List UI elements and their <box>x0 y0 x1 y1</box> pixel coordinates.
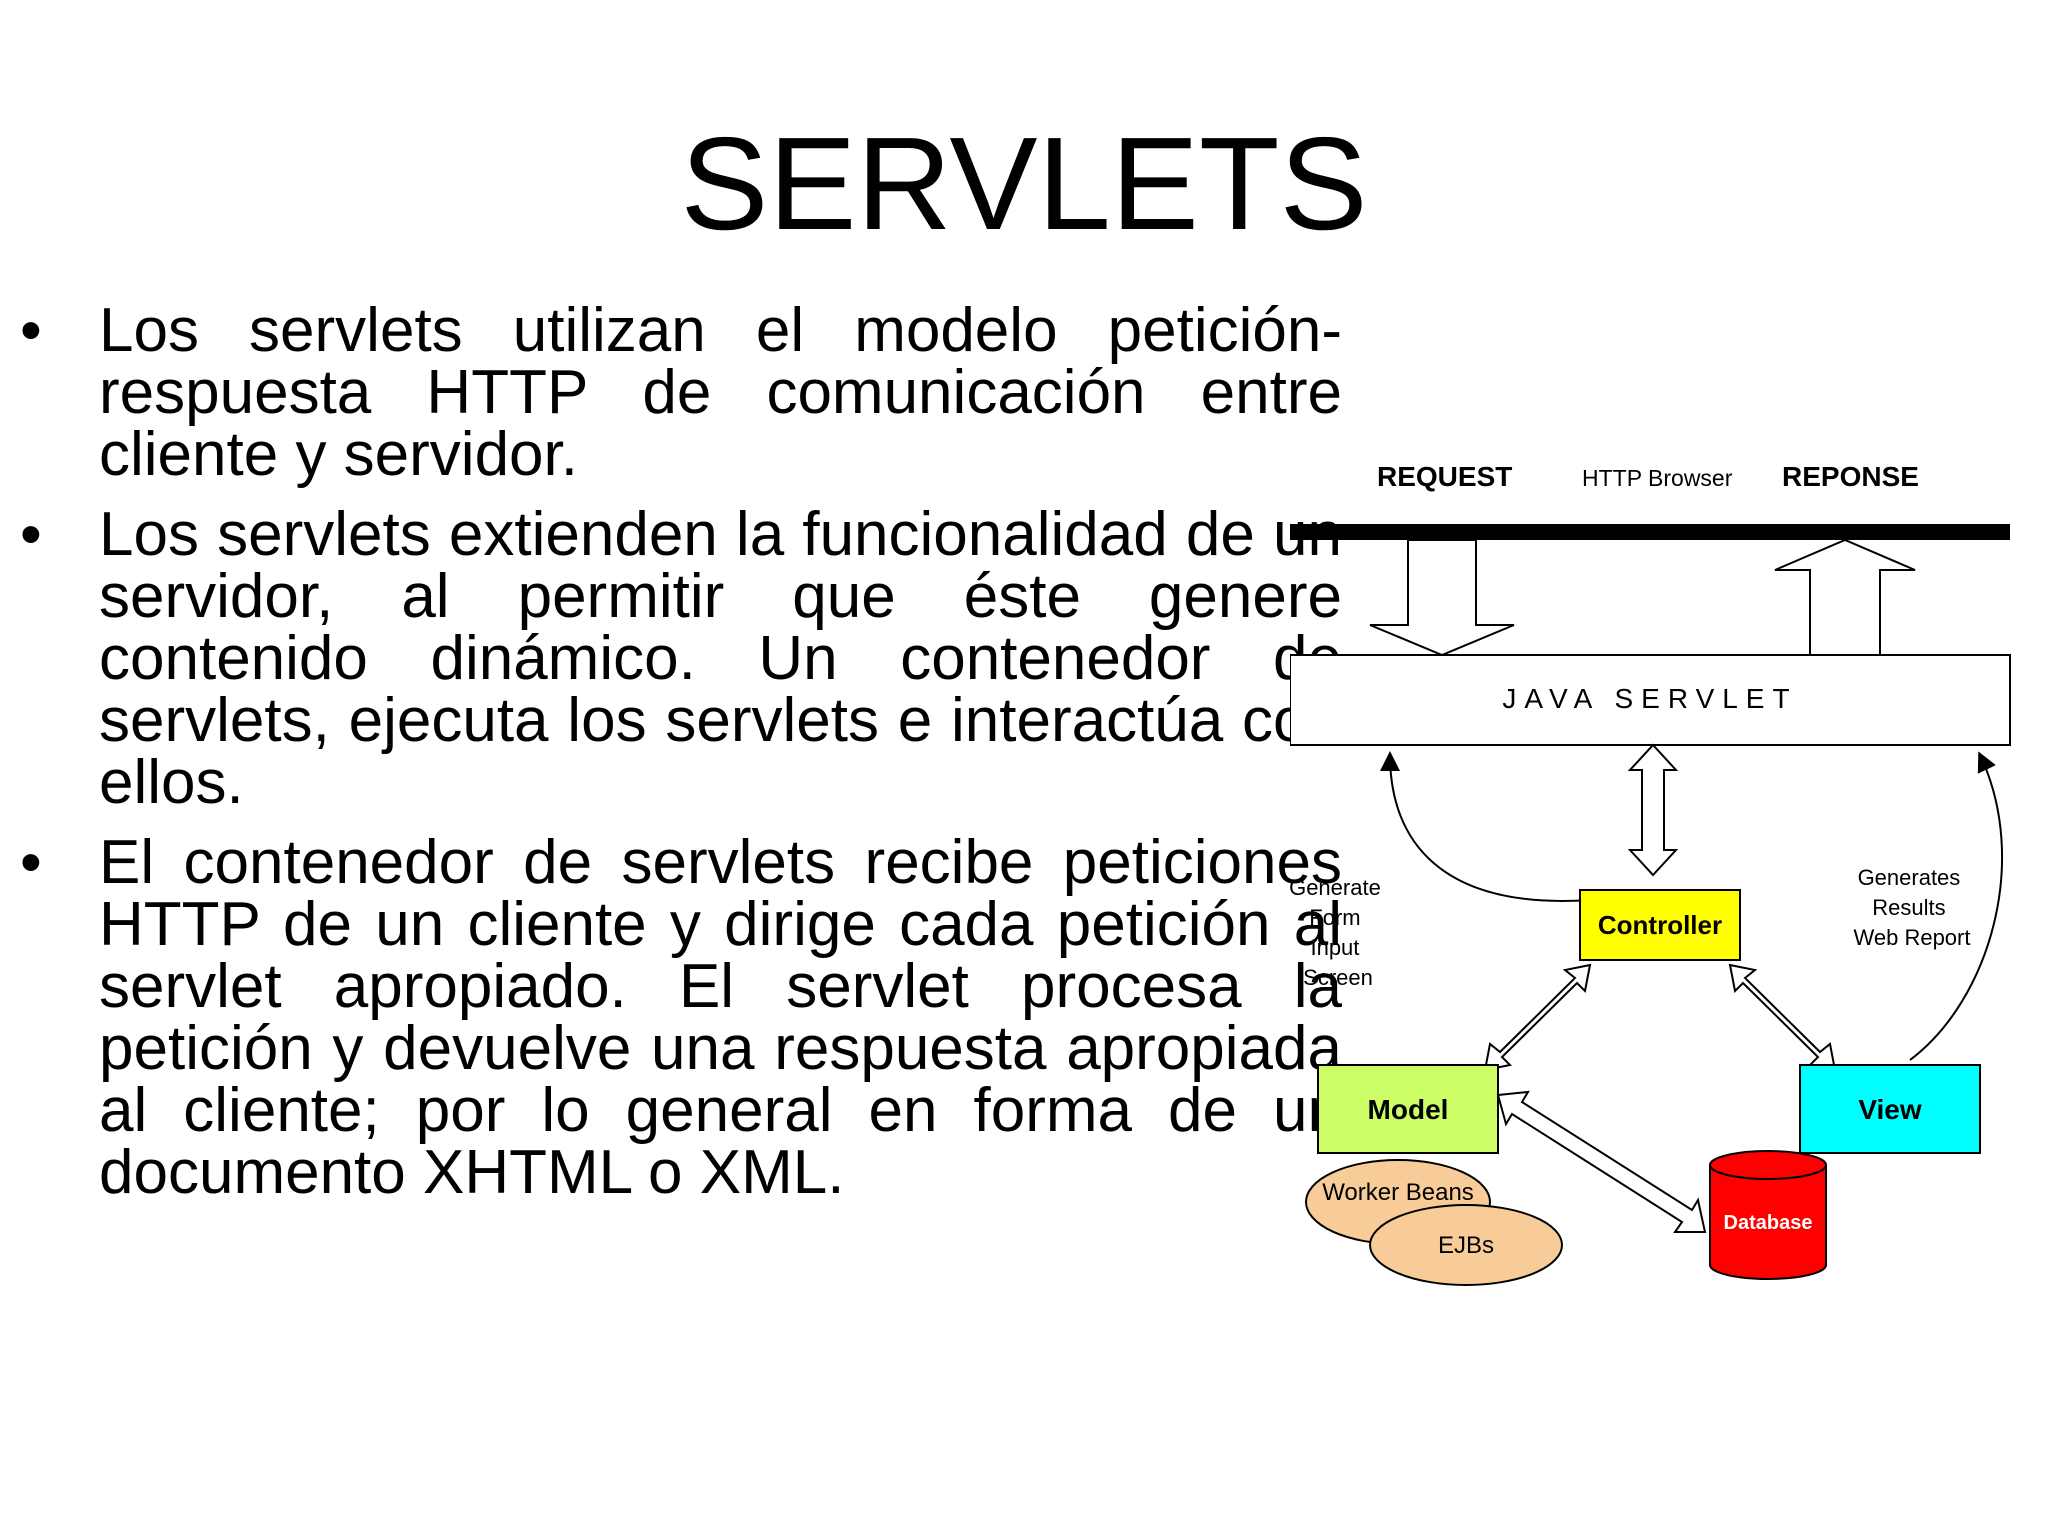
servlet-controller-arrow-icon <box>1627 743 1679 877</box>
bullet-item: • El contenedor de servlets recibe petic… <box>20 832 1342 1204</box>
generates-results-label: Generates Results Web Report <box>1854 865 1971 950</box>
bullet-text: El contenedor de servlets recibe peticio… <box>99 828 1342 1207</box>
request-label: REQUEST <box>1377 461 1512 492</box>
browser-bar <box>1290 524 2010 540</box>
database-cylinder-body <box>1709 1165 1827 1280</box>
bullet-item: • Los servlets utilizan el modelo petici… <box>20 300 1342 486</box>
model-label: Model <box>1368 1094 1449 1125</box>
ejbs-ellipse <box>1369 1204 1563 1286</box>
http-browser-label: HTTP Browser <box>1582 465 1733 491</box>
generates-results-arrow-icon <box>1909 751 2004 1061</box>
response-arrow-icon <box>1774 538 1916 656</box>
controller-label: Controller <box>1598 910 1722 940</box>
controller-model-arrow-icon <box>1483 963 1592 1072</box>
database-cylinder-top <box>1709 1150 1827 1180</box>
java-servlet-label: JAVA SERVLET <box>1502 683 1797 714</box>
controller-box <box>1579 889 1741 961</box>
view-label: View <box>1858 1094 1922 1125</box>
model-box <box>1317 1064 1499 1154</box>
slide-title: SERVLETS <box>680 110 1368 257</box>
ejbs-label: EJBs <box>1438 1232 1494 1259</box>
database-label: Database <box>1724 1212 1813 1234</box>
generate-form-label: Generate Form Input Screen <box>1290 875 1387 990</box>
java-servlet-box <box>1290 654 2011 746</box>
bullet-text: Los servlets extienden la funcionalidad … <box>99 500 1342 817</box>
bullet-icon: • <box>20 828 42 897</box>
view-box <box>1799 1064 1981 1154</box>
bullet-item: • Los servlets extienden la funcionalida… <box>20 504 1342 814</box>
request-arrow-icon <box>1369 539 1515 657</box>
mvc-servlet-diagram: REQUEST HTTP Browser REPONSE JAVA SERVLE… <box>1290 440 2020 1330</box>
bullet-icon: • <box>20 296 42 365</box>
controller-view-arrow-icon <box>1728 963 1837 1072</box>
model-database-arrow-icon <box>1496 1090 1707 1233</box>
bullet-text: Los servlets utilizan el modelo petición… <box>99 296 1342 489</box>
bullet-list: • Los servlets utilizan el modelo petici… <box>20 300 1342 1222</box>
generate-form-arrow-icon <box>1380 751 1591 902</box>
response-label: REPONSE <box>1782 461 1919 492</box>
worker-beans-label: Worker Beans <box>1322 1179 1474 1206</box>
bullet-icon: • <box>20 500 42 569</box>
